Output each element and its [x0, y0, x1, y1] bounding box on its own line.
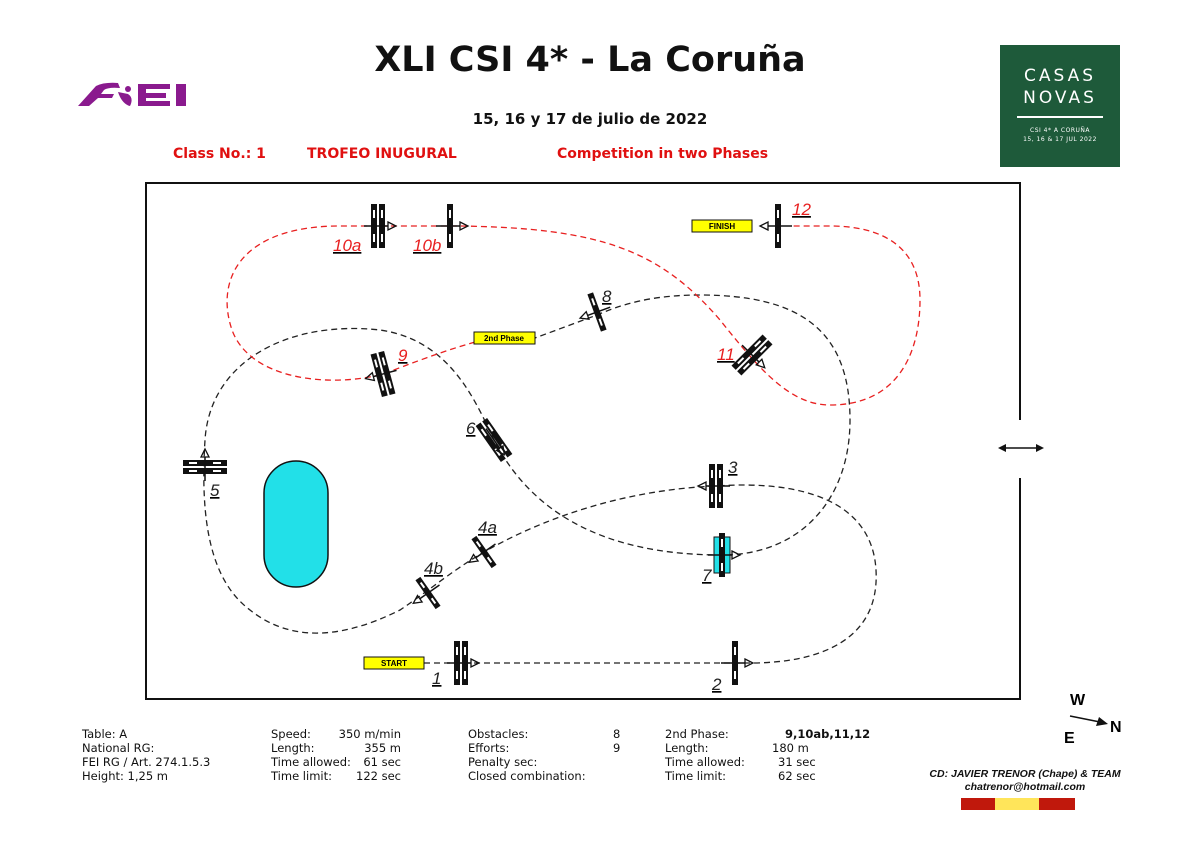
obstacle-label-4a: 4a [478, 518, 497, 537]
obstacle-label-8: 8 [602, 287, 612, 306]
svg-text:W: W [1070, 692, 1086, 709]
svg-text:2nd Phase: 2nd Phase [484, 334, 525, 343]
svg-text:E: E [1064, 730, 1075, 747]
compass-arrow-icon [1069, 715, 1101, 723]
start-marker: START [363, 656, 425, 670]
obstacle-label-10a: 10a [333, 236, 361, 255]
compass: W N E [1064, 692, 1122, 747]
entrance-arrow-icon [998, 444, 1044, 452]
obstacle-label-3: 3 [728, 458, 738, 477]
obstacle-6 [475, 417, 513, 463]
phase2-marker: 2nd Phase [473, 331, 536, 345]
info-column-3: Obstacles:8 Efforts:9 Penalty sec: Close… [468, 727, 621, 783]
svg-text:FINISH: FINISH [709, 222, 735, 231]
obstacle-label-11: 11 [717, 345, 735, 364]
obstacle-3 [697, 464, 731, 508]
obstacle-9 [363, 350, 399, 398]
arena-border [145, 182, 1021, 700]
class-number: Class No.: 1 [173, 146, 266, 162]
info-column-4: 2nd Phase:9,10ab,11,12 Length:180 m Time… [665, 727, 871, 783]
obstacle-label-12: 12 [792, 200, 811, 219]
phase2-track [226, 225, 921, 406]
water-pond [263, 460, 329, 588]
competition-type: Competition in two Phases [557, 146, 769, 162]
casas-novas-logo: CASAS NOVAS CSI 4* A CORUÑA 15, 16 & 17 … [1000, 45, 1120, 167]
obstacle-label-4b: 4b [424, 559, 443, 578]
fei-logo [78, 82, 186, 106]
info-column-2: Speed:350 m/min Length:355 m Time allowe… [271, 727, 401, 783]
class-name: TROFEO INUGURAL [307, 146, 457, 162]
obstacle-label-5: 5 [210, 481, 220, 500]
obstacle-12 [759, 204, 793, 248]
obstacle-label-2: 2 [711, 675, 722, 694]
obstacle-label-9: 9 [398, 346, 408, 365]
spain-flag [961, 798, 1075, 810]
course-designer: CD: JAVIER TRENOR (Chape) & TEAM [929, 768, 1121, 780]
obstacle-label-10b: 10b [413, 236, 441, 255]
obstacle-label-1: 1 [432, 669, 441, 688]
obstacle-5 [183, 448, 227, 482]
designer-email: chatrenor@hotmail.com [964, 781, 1086, 793]
obstacle-label-7: 7 [702, 566, 712, 585]
obstacle-label-6: 6 [466, 419, 476, 438]
svg-text:N: N [1110, 719, 1122, 736]
event-date: 15, 16 y 17 de julio de 2022 [472, 110, 708, 128]
page-title: XLI CSI 4* - La Coruña [374, 40, 806, 80]
finish-marker: FINISH [691, 219, 753, 233]
phase1-track [203, 294, 877, 664]
svg-text:START: START [381, 659, 407, 668]
obstacle-7 [707, 533, 741, 577]
